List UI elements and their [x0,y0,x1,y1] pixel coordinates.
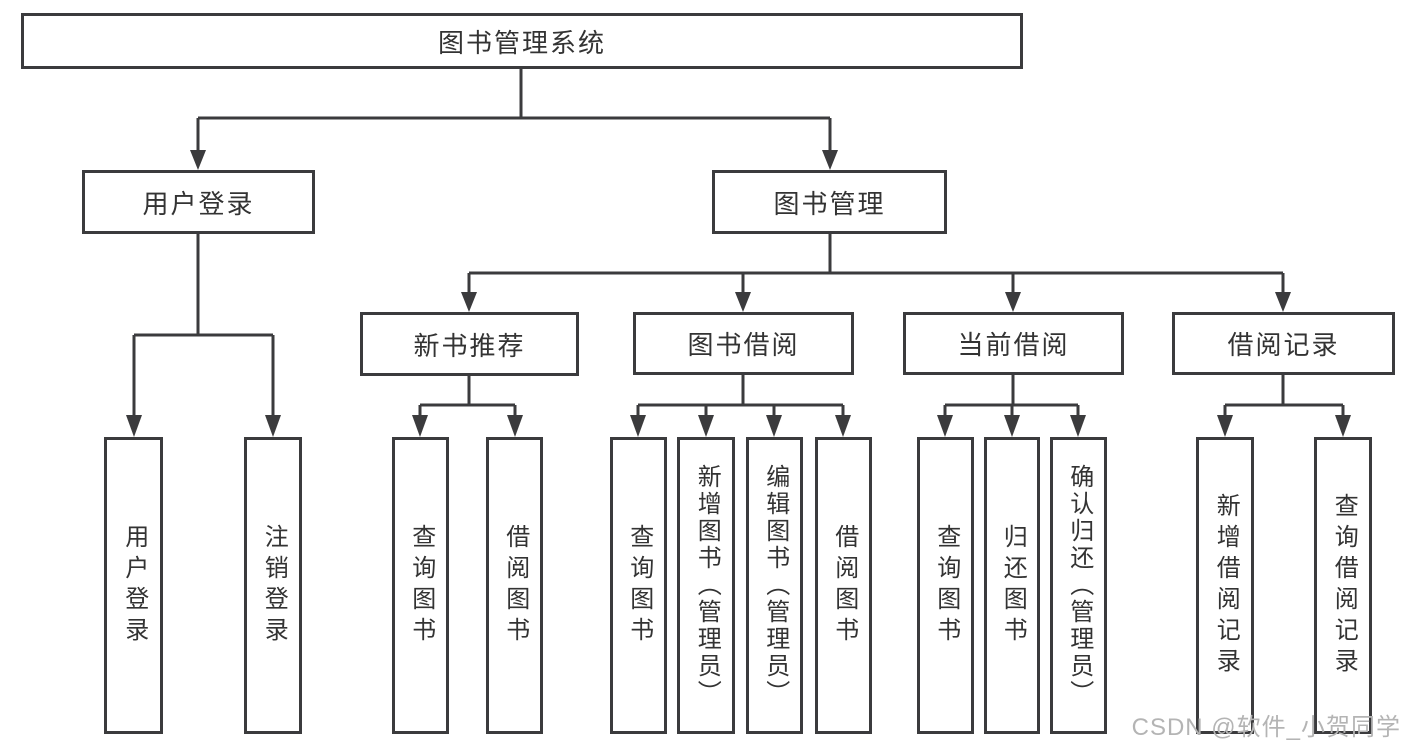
node-book-borrowing: 图书借阅 [633,312,854,375]
node-label: 编辑图书（管理员） [761,464,789,707]
node-confirm-return-admin: 确认归还（管理员） [1050,437,1107,734]
node-label: 归还图书 [999,523,1027,648]
arrowheads [126,150,1351,437]
node-label: 当前借阅 [957,330,1070,360]
node-label: 新增图书（管理员） [693,464,721,707]
node-label: 用户登录 [120,523,148,648]
node-borrowing-records: 借阅记录 [1172,312,1395,375]
node-label: 查询图书 [625,523,653,648]
node-return-books: 归还图书 [984,437,1040,734]
node-new-book-recommend: 新书推荐 [360,312,579,376]
node-library-management-system: 图书管理系统 [21,13,1023,69]
node-label: 新书推荐 [413,330,526,361]
node-label: 用户登录 [142,188,255,219]
node-logout: 注销登录 [244,437,302,734]
node-label: 借阅图书 [830,523,858,648]
node-query-books-borrowing: 查询图书 [610,437,667,734]
node-label: 图书管理系统 [437,27,606,58]
node-label: 确认归还（管理员） [1065,464,1093,707]
node-label: 借阅图书 [501,523,529,648]
node-label: 查询借阅记录 [1330,492,1358,679]
node-borrow-books-recommend: 借阅图书 [486,437,543,734]
node-label: 查询图书 [932,523,960,648]
node-query-books-current: 查询图书 [917,437,974,734]
node-user-login-leaf: 用户登录 [104,437,163,734]
node-label: 图书管理 [773,188,886,219]
node-edit-books-admin: 编辑图书（管理员） [746,437,803,734]
node-label: 新增借阅记录 [1212,492,1240,679]
node-current-borrowing: 当前借阅 [903,312,1124,375]
node-add-borrow-record: 新增借阅记录 [1196,437,1254,734]
node-user-login: 用户登录 [82,170,315,234]
node-borrow-books-borrowing: 借阅图书 [815,437,872,734]
node-label: 图书借阅 [687,330,800,360]
node-add-books-admin: 新增图书（管理员） [677,437,735,734]
node-label: 查询图书 [407,523,435,648]
tree-edges [132,69,1345,420]
node-query-borrow-record: 查询借阅记录 [1314,437,1372,734]
node-book-management: 图书管理 [712,170,947,234]
node-label: 借阅记录 [1227,330,1340,360]
node-query-books-recommend: 查询图书 [392,437,449,734]
node-label: 注销登录 [260,523,288,648]
